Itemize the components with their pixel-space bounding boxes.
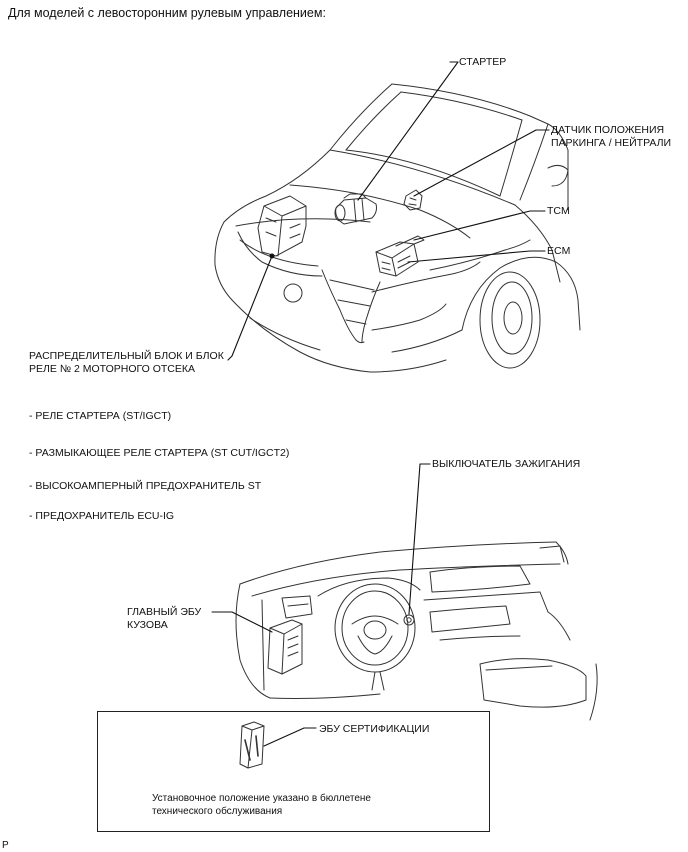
- tcm-label: TCM: [547, 205, 570, 217]
- cabin-leader-lines: [211, 463, 431, 633]
- ignition-switch-drawing: [403, 614, 415, 626]
- page-title: Для моделей с левосторонним рулевым упра…: [8, 6, 326, 20]
- corner-mark: P: [2, 840, 9, 851]
- car-front-drawing: [214, 83, 581, 373]
- certification-ecu-inset-box: [97, 711, 490, 832]
- certification-ecu-drawing: [239, 721, 317, 769]
- installation-note-line1: Установочное положение указано в бюллете…: [152, 793, 371, 804]
- park-neutral-sensor-label-line1: ДАТЧИК ПОЛОЖЕНИЯ: [551, 124, 665, 136]
- park-neutral-sensor-drawing: [403, 189, 423, 211]
- relay-list-item: - ПРЕДОХРАНИТЕЛЬ ECU-IG: [29, 510, 175, 522]
- main-body-ecu-drawing: [267, 619, 303, 675]
- relay-block-label-line1: РАСПРЕДЕЛИТЕЛЬНЫЙ БЛОК И БЛОК: [29, 350, 224, 362]
- relay-block-drawing: [257, 195, 307, 257]
- installation-note-line2: технического обслуживания: [152, 806, 283, 817]
- relay-list-item: - ВЫСОКОАМПЕРНЫЙ ПРЕДОХРАНИТЕЛЬ ST: [29, 480, 262, 492]
- ecm-label: ECM: [547, 245, 571, 257]
- body-ecu-label-line2: КУЗОВА: [127, 619, 168, 631]
- ecm-tcm-drawing: [375, 235, 425, 277]
- relay-block-label-line2: РЕЛЕ № 2 МОТОРНОГО ОТСЕКА: [29, 363, 196, 375]
- dashboard-drawing: [235, 541, 598, 721]
- relay-list-item: - РЕЛЕ СТАРТЕРА (ST/IGCT): [29, 410, 172, 422]
- certification-ecu-label: ЭБУ СЕРТИФИКАЦИИ: [319, 723, 430, 735]
- ignition-switch-label: ВЫКЛЮЧАТЕЛЬ ЗАЖИГАНИЯ: [432, 458, 581, 470]
- relay-list-item: - РАЗМЫКАЮЩЕЕ РЕЛЕ СТАРТЕРА (ST CUT/IGCT…: [29, 447, 290, 459]
- park-neutral-sensor-label-line2: ПАРКИНГА / НЕЙТРАЛИ: [551, 137, 672, 149]
- engine-leader-lines: [227, 61, 550, 361]
- body-ecu-label-line1: ГЛАВНЫЙ ЭБУ: [127, 606, 202, 618]
- starter-drawing: [334, 193, 377, 225]
- starter-label: СТАРТЕР: [459, 56, 507, 68]
